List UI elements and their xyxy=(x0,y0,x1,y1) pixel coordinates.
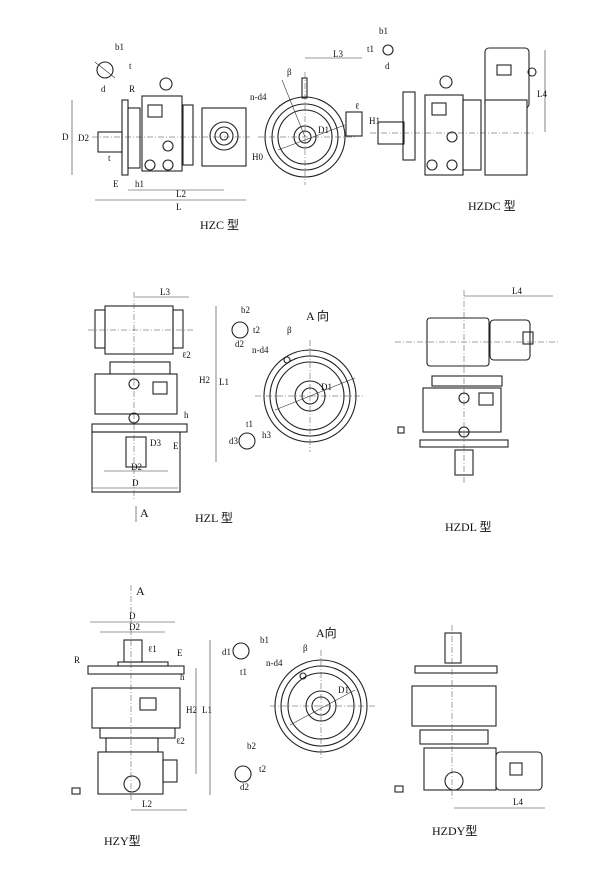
dim-label: L4 xyxy=(537,89,547,99)
dim-label: n-d4 xyxy=(266,658,283,668)
view-arrow-a: A xyxy=(136,584,145,598)
dim-label: L1 xyxy=(219,377,229,387)
dim-label: h1 xyxy=(135,179,144,189)
gearbox-body xyxy=(424,94,464,176)
shaft-section-hzc xyxy=(96,61,114,79)
dim-label: H1 xyxy=(369,116,380,126)
dim-label: h3 xyxy=(262,430,272,440)
dim-label: t2 xyxy=(253,325,260,335)
dim-label: D xyxy=(129,611,136,621)
dimension-labels-bottom: D D2 R E ℓ1 h H2 L1 ℓ2 L2 d1 b1 t1 n-d4 … xyxy=(74,611,523,809)
dim-label: L2 xyxy=(142,799,152,809)
hzc-drawing xyxy=(71,44,546,201)
dim-label: h xyxy=(184,410,189,420)
dim-label: d2 xyxy=(235,339,244,349)
dim-label: D3 xyxy=(150,438,161,448)
dim-label: H0 xyxy=(252,152,263,162)
dim-label: b2 xyxy=(247,741,256,751)
dim-label: n-d4 xyxy=(250,92,267,102)
gearbox-body xyxy=(422,387,502,433)
dim-label: L xyxy=(176,202,182,212)
dim-label: D xyxy=(132,478,139,488)
dim-label: b1 xyxy=(115,42,124,52)
dim-label: D1 xyxy=(338,685,349,695)
dim-label: E xyxy=(173,441,179,451)
dim-label: H2 xyxy=(199,375,210,385)
dim-label: β xyxy=(287,67,292,77)
dim-label: h xyxy=(180,672,185,682)
dim-label: t2 xyxy=(259,764,266,774)
dimension-labels-top: b1 t d R D D2 t E h1 L2 L β n-d4 D1 L3 b… xyxy=(62,26,547,212)
dim-label: D1 xyxy=(318,125,329,135)
dim-label: d xyxy=(101,84,106,94)
dim-label: β xyxy=(287,325,292,335)
dim-label: L4 xyxy=(512,286,522,296)
dim-label: E xyxy=(113,179,119,189)
dim-label: n-d4 xyxy=(252,345,269,355)
dim-label: d3 xyxy=(229,436,239,446)
gearbox-body xyxy=(91,687,181,729)
dim-label: H2 xyxy=(186,705,197,715)
worm-housing xyxy=(97,751,164,795)
dim-label: t xyxy=(108,153,111,163)
dim-label: D2 xyxy=(131,462,142,472)
output-shaft xyxy=(444,632,462,664)
lifting-eye-icon xyxy=(159,77,173,91)
fan-icon xyxy=(123,775,141,793)
dim-label: β xyxy=(303,643,308,653)
dim-label: E xyxy=(177,648,183,658)
hzy-drawing xyxy=(71,585,545,811)
hzl-drawing xyxy=(88,290,560,522)
dim-label: L3 xyxy=(333,49,343,59)
dim-label: b1 xyxy=(260,635,269,645)
dimension-labels-middle: L3 b2 t2 d2 ℓ2 H2 L1 β n-d4 D1 h t1 h3 d… xyxy=(131,286,522,488)
lifting-eye-icon xyxy=(439,75,453,89)
dim-label: R xyxy=(129,84,135,94)
view-label-a: A 向 xyxy=(306,308,329,323)
worm-housing xyxy=(423,747,497,791)
dim-label: t xyxy=(129,61,132,71)
dim-label: b1 xyxy=(379,26,388,36)
caption-hzdl: HZDL 型 xyxy=(445,520,492,534)
dim-label: d1 xyxy=(222,647,231,657)
dim-label: t1 xyxy=(367,44,374,54)
dim-label: ℓ2 xyxy=(182,350,191,360)
dim-label: d2 xyxy=(240,782,249,792)
dim-label: ℓ1 xyxy=(148,644,157,654)
dim-label: t1 xyxy=(246,419,253,429)
motor xyxy=(495,751,543,791)
caption-hzdc: HZDC 型 xyxy=(468,199,516,213)
dim-label: ℓ2 xyxy=(176,736,185,746)
dim-label: R xyxy=(74,655,80,665)
dim-label: D2 xyxy=(78,133,89,143)
dim-label: ℓ xyxy=(355,101,359,111)
gearbox-body xyxy=(411,685,497,727)
motor xyxy=(489,319,531,361)
fan-icon xyxy=(444,771,464,791)
dim-label: D2 xyxy=(129,622,140,632)
caption-hzl: HZL 型 xyxy=(195,511,233,525)
dim-label: b2 xyxy=(241,305,250,315)
view-arrow-a: A xyxy=(140,506,149,520)
motor xyxy=(484,47,530,109)
dim-label: t1 xyxy=(240,667,247,677)
dim-label: L2 xyxy=(176,189,186,199)
dim-label: D1 xyxy=(321,382,332,392)
dim-label: d xyxy=(385,61,390,71)
flange xyxy=(121,99,129,176)
dim-label: L1 xyxy=(202,705,212,715)
caption-hzdy: HZDY型 xyxy=(432,824,477,838)
dim-label: L4 xyxy=(513,797,523,807)
dim-label: D xyxy=(62,132,69,142)
caption-hzy: HZY型 xyxy=(104,834,141,848)
view-label-a: A向 xyxy=(316,625,337,640)
caption-hzc: HZC 型 xyxy=(200,218,239,232)
dim-label: L3 xyxy=(160,287,170,297)
